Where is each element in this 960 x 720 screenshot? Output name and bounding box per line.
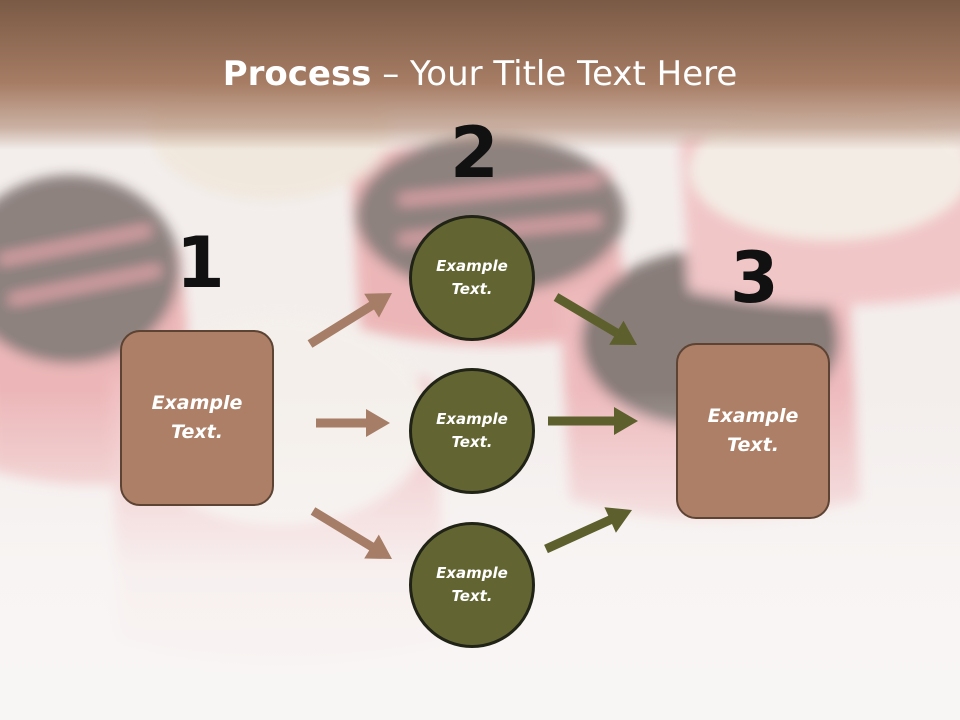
step-number-1: 1 (176, 222, 225, 304)
left-box-label: Example Text. (151, 392, 243, 443)
circle-top-label: Example Text. (436, 257, 508, 298)
step-number-3: 3 (730, 237, 779, 319)
title-rest: – Your Title Text Here (371, 54, 738, 94)
circle-bottom[interactable]: Example Text. (409, 522, 535, 648)
right-box-label: Example Text. (707, 405, 799, 456)
arrow-to-middle (316, 409, 390, 437)
circle-top[interactable]: Example Text. (409, 215, 535, 341)
title-strong: Process (222, 54, 372, 94)
title-bar (0, 0, 960, 150)
arrow-from-top (553, 293, 637, 345)
left-box[interactable]: Example Text. (120, 330, 274, 506)
right-box[interactable]: Example Text. (676, 343, 830, 519)
arrow-from-middle (548, 407, 638, 435)
circle-middle-label: Example Text. (436, 410, 508, 451)
arrow-to-bottom (310, 507, 392, 559)
arrow-from-bottom (544, 507, 632, 554)
circle-middle[interactable]: Example Text. (409, 368, 535, 494)
step-number-2: 2 (450, 112, 499, 194)
slide-title: Process – Your Title Text Here (0, 52, 960, 96)
circle-bottom-label: Example Text. (436, 564, 508, 605)
arrow-to-top (307, 293, 392, 348)
